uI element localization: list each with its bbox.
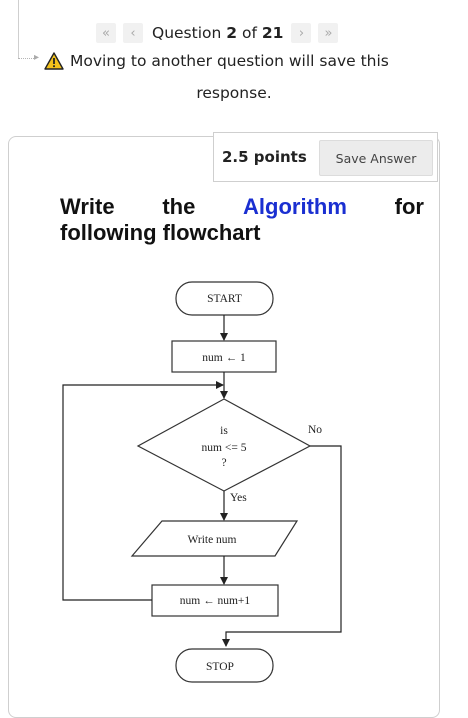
right-chevron-icon: › — [298, 25, 305, 41]
double-left-chevron-icon: « — [102, 25, 110, 41]
init-label: num ← 1 — [202, 352, 246, 364]
stop-terminal — [175, 648, 274, 683]
start-label: START — [207, 293, 242, 305]
current-question-number: 2 — [226, 24, 238, 42]
prompt-highlight-word: Algorithm — [243, 194, 347, 219]
next-question-button[interactable]: › — [291, 23, 312, 43]
decision-line1: is — [220, 425, 228, 437]
first-question-button[interactable]: « — [96, 23, 116, 43]
prompt-word: the — [162, 194, 196, 219]
increment-label: num ← num+1 — [180, 595, 251, 607]
output-parallelogram — [130, 520, 299, 557]
no-label: No — [308, 424, 322, 436]
points-label: 2.5 points — [222, 148, 307, 166]
of-label: of — [237, 24, 262, 42]
question-prompt: Write the Algorithm for following flowch… — [60, 194, 424, 246]
flowchart-diagram: START num ← 1 is num <= 5 ? Yes Write nu… — [62, 281, 342, 683]
yes-label: Yes — [230, 492, 247, 504]
total-questions: 21 — [261, 24, 284, 42]
question-navigation: « ‹ Question 2 of 21 › » — [96, 22, 345, 44]
previous-question-button[interactable]: ‹ — [123, 23, 143, 43]
stop-label: STOP — [206, 661, 234, 673]
tree-connector-line — [18, 0, 19, 58]
loop-back-arrow — [62, 381, 224, 601]
prompt-word: Write — [60, 194, 115, 219]
prompt-line2: following flowchart — [60, 220, 261, 245]
decision-line2: num <= 5 — [202, 442, 247, 454]
arrow-no — [222, 445, 342, 647]
warning-text-line1: Moving to another question will save thi… — [70, 52, 389, 70]
left-chevron-icon: ‹ — [130, 25, 136, 41]
increment-process-box — [151, 584, 279, 617]
question-prefix: Question — [152, 24, 227, 42]
question-counter: Question 2 of 21 — [152, 24, 283, 42]
save-answer-button[interactable]: Save Answer — [319, 140, 433, 176]
decision-line3: ? — [221, 457, 226, 469]
save-warning: Moving to another question will save thi… — [44, 52, 444, 70]
output-label: Write num — [187, 534, 236, 546]
points-panel: 2.5 points Save Answer — [213, 132, 438, 182]
warning-triangle-icon — [44, 52, 64, 70]
tree-connector-hook — [18, 58, 36, 60]
warning-text-line2: response. — [196, 84, 272, 102]
tree-arrow-icon: ▸ — [34, 52, 40, 63]
prompt-word: for — [394, 194, 424, 219]
last-question-button[interactable]: » — [318, 23, 339, 43]
double-right-chevron-icon: » — [324, 25, 333, 41]
